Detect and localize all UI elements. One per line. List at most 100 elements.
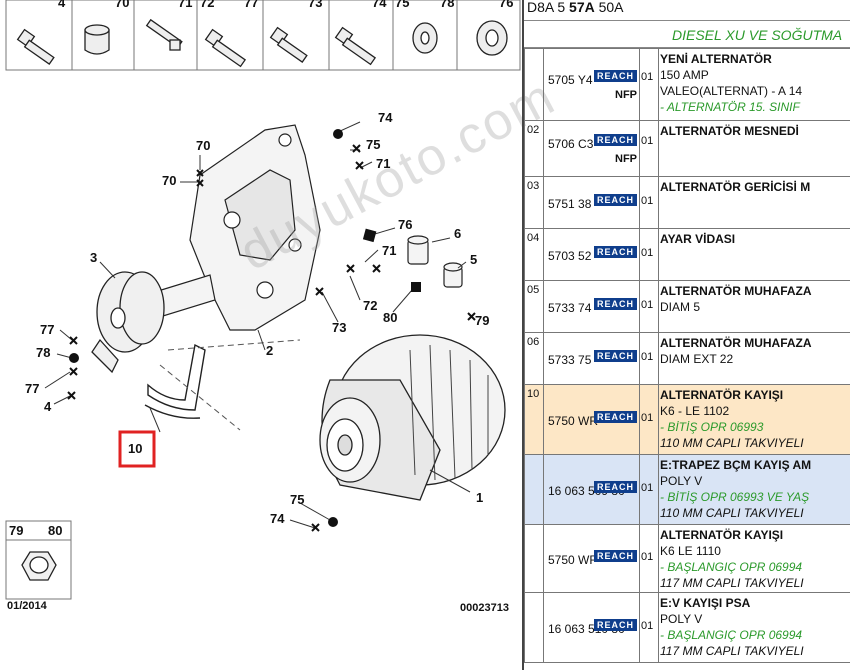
part-number[interactable]: 5706 C3 — [548, 137, 594, 151]
part-number[interactable]: 5750 WR — [548, 414, 599, 428]
part-number[interactable]: 5705 Y4 — [548, 73, 593, 87]
part-number[interactable]: 5733 74 — [548, 301, 592, 315]
callout-6: 6 — [454, 226, 462, 241]
reach-badge: REACH — [593, 246, 637, 258]
inset-label-79: 79 — [9, 523, 24, 538]
thumb-label: 71 — [178, 0, 193, 10]
description-cell: AYAR VİDASI — [658, 228, 850, 281]
description-line: - ALTERNATÖR 15. SINIF — [660, 100, 800, 114]
qty-cell: 01 — [639, 384, 659, 455]
part-number[interactable]: 5751 38 — [548, 197, 592, 211]
alternator-icon — [319, 334, 506, 501]
inset-label-80: 80 — [48, 523, 63, 538]
quantity: 01 — [641, 551, 654, 563]
callout-74: 74 — [378, 110, 393, 125]
thumb-label: 72 — [200, 0, 215, 10]
callout-71: 71 — [382, 243, 397, 258]
reach-badge: REACH — [593, 550, 637, 562]
quantity: 01 — [641, 620, 654, 632]
quantity: 01 — [641, 195, 654, 207]
row-index — [524, 524, 544, 593]
reach-badge: REACH — [593, 481, 637, 493]
row-index: 04 — [524, 228, 544, 281]
callout-72: 72 — [363, 298, 378, 313]
thumb-label: 75 — [395, 0, 410, 10]
header-suffix: 50A — [598, 0, 624, 15]
row-index — [524, 48, 544, 121]
qty-cell: 01 — [639, 592, 659, 663]
thumb-label: 74 — [372, 0, 387, 10]
quantity: 01 — [641, 412, 654, 424]
reach-badge: REACH — [593, 134, 637, 146]
description-line: - BAŞLANGIÇ OPR 06994 — [660, 560, 803, 574]
description-line: VALEO(ALTERNAT) - A 14 — [660, 84, 803, 98]
row-index: 06 — [524, 332, 544, 385]
description-line: K6 - LE 1102 — [660, 404, 730, 418]
row-index: 05 — [524, 280, 544, 333]
washer-thumb-icon — [476, 20, 508, 56]
description-cell: ALTERNATÖR MESNEDİ — [658, 120, 850, 177]
description-cell: YENİ ALTERNATÖR 150 AMP VALEO(ALTERNAT) - … — [658, 48, 850, 121]
description-line: POLY V — [660, 474, 703, 488]
description-line: - BAŞLANGIÇ OPR 06994 — [660, 628, 803, 642]
quantity: 01 — [641, 482, 654, 494]
part-number[interactable]: 5703 52 — [548, 249, 592, 263]
bolt-thumb-icon — [204, 28, 247, 68]
description-line: 150 AMP — [660, 68, 709, 82]
tensioner-pulley-icon — [91, 271, 165, 374]
part-title: ALTERNATÖR GERİCİSİ M — [660, 180, 811, 194]
qty-cell: 01 — [639, 176, 659, 229]
quantity: 01 — [641, 247, 654, 259]
nut-thumb-icon — [21, 551, 57, 581]
part-number[interactable]: 5733 75 — [548, 353, 592, 367]
qty-cell: 01 — [639, 524, 659, 593]
qty-cell: 01 — [639, 280, 659, 333]
description-line: - BİTİŞ OPR 06993 — [660, 420, 764, 434]
callout-4: 4 — [44, 399, 52, 414]
thumb-label: 76 — [499, 0, 514, 10]
reach-badge: REACH — [593, 70, 637, 82]
description-line: 117 MM CAPLI TAKVIYELI — [660, 644, 804, 658]
thumb-label: 78 — [440, 0, 455, 10]
reach-badge: REACH — [593, 298, 637, 310]
callout-71: 71 — [376, 156, 391, 171]
description-line: DIAM 5 — [660, 300, 701, 314]
callout-10: 10 — [128, 441, 143, 456]
callout-70: 70 — [162, 173, 177, 188]
part-title: ALTERNATÖR MESNEDİ — [660, 124, 799, 138]
callout-2: 2 — [266, 343, 274, 358]
part-number[interactable]: 5750 WF — [548, 553, 597, 567]
row-index: 10 — [524, 384, 544, 455]
callout-3: 3 — [90, 250, 98, 265]
header-prefix: D8A 5 — [527, 0, 566, 15]
nfp-label: NFP — [615, 89, 637, 101]
section-title: DIESEL XU VE SOĞUTMA — [524, 20, 850, 48]
part-title: ALTERNATÖR MUHAFAZA — [660, 336, 812, 350]
description-line: K6 LE 1110 — [660, 544, 721, 558]
header-bold: 57A — [569, 0, 595, 15]
nfp-label: NFP — [615, 153, 637, 165]
part-title: YENİ ALTERNATÖR — [660, 52, 772, 66]
quantity: 01 — [641, 351, 654, 363]
cap-icon — [443, 262, 463, 288]
reach-badge: REACH — [593, 411, 637, 423]
